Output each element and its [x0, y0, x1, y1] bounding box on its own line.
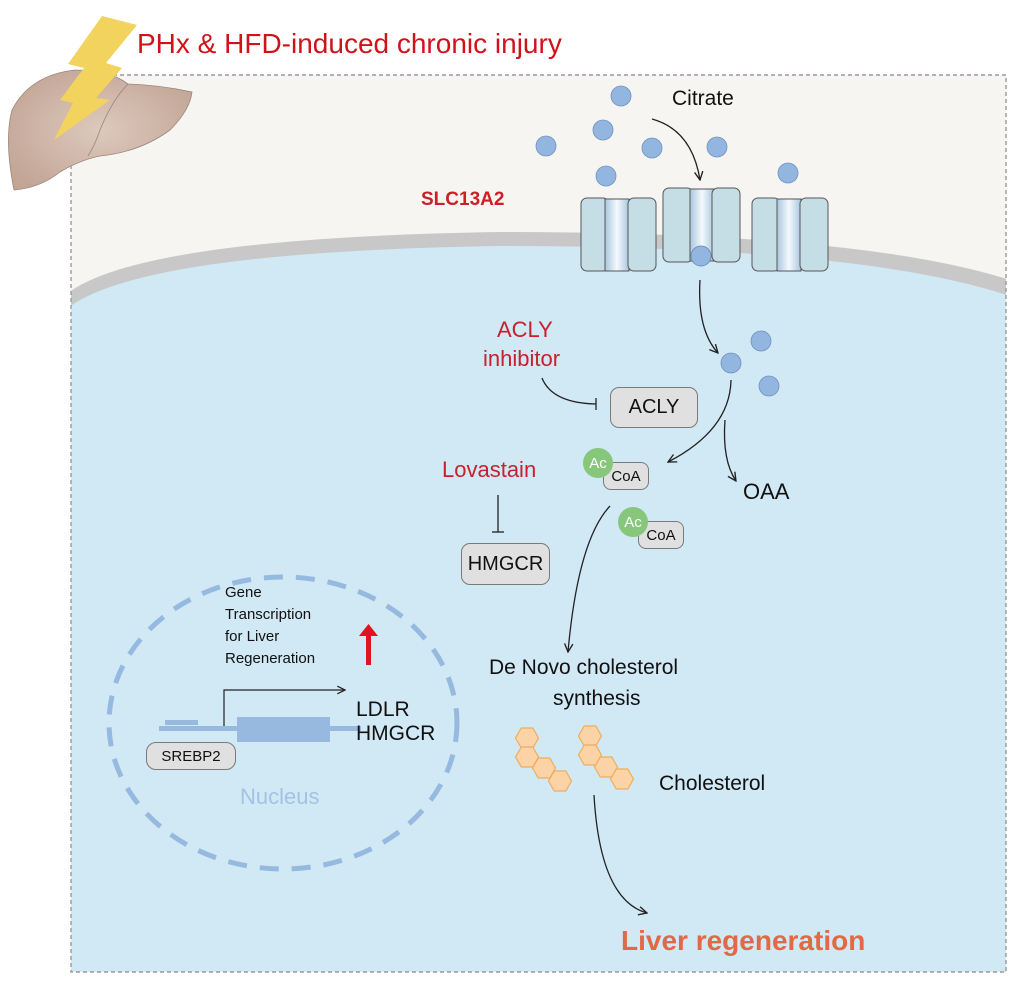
cell-frame-border — [70, 74, 1007, 973]
cholesterol-hexagon-icon — [514, 727, 540, 749]
citrate-molecule-icon — [720, 352, 742, 374]
gene-locus — [159, 717, 361, 742]
liver-regeneration-label: Liver regeneration — [621, 925, 866, 956]
nucleus-label: Nucleus — [240, 784, 320, 809]
citrate-molecule-icon — [595, 165, 617, 187]
lovastain-label: Lovastain — [442, 457, 537, 482]
gene-transcription-line2: Transcription — [225, 606, 312, 623]
transporter-left — [580, 197, 657, 272]
transporter-label: SLC13A2 — [421, 189, 505, 210]
nucleus-membrane — [106, 574, 460, 872]
citrate-molecule-icon — [706, 136, 728, 158]
cholesterol-to-regeneration-arrow — [593, 794, 647, 913]
hmgcr-enzyme-box: HMGCR — [461, 543, 550, 585]
citrate-molecule-icon — [610, 85, 632, 107]
gene-transcription-line1: Gene — [225, 584, 262, 601]
acetylcoa-to-synthesis-arrow — [568, 505, 611, 652]
citrate-import-arrow — [698, 279, 718, 353]
acly-enzyme-box: ACLY — [610, 387, 698, 428]
citrate-molecule-icon — [777, 162, 799, 184]
citrate-molecule-icon — [758, 375, 780, 397]
acly-inhibitor-label-line1: ACLY — [497, 317, 553, 342]
acetyl-coa-2: Ac CoA — [618, 507, 688, 555]
transcription-start-arrow — [223, 690, 345, 726]
lightning-bolt-icon — [54, 16, 137, 140]
gene-body — [237, 717, 330, 742]
acetyl-group-icon: Ac — [618, 507, 648, 537]
citrate-molecule-icon — [535, 135, 557, 157]
citrate-to-oaa-arrow — [723, 419, 736, 481]
gene-transcription-line3: for Liver — [225, 628, 280, 645]
srebp2-box: SREBP2 — [146, 742, 236, 770]
acly-inhibition-arrow — [541, 377, 597, 405]
acly-inhibitor-label-line2: inhibitor — [483, 346, 561, 371]
cholesterol-hexagon-icon — [547, 770, 573, 792]
citrate-molecule-icon — [592, 119, 614, 141]
acly-enzyme-label: ACLY — [628, 396, 680, 418]
diagram-title: PHx & HFD-induced chronic injury — [137, 28, 562, 59]
gene-transcription-line4: Regeneration — [225, 650, 316, 667]
extracellular-citrate-group — [535, 85, 799, 187]
oaa-label: OAA — [743, 479, 790, 504]
transporter-center — [662, 187, 741, 267]
citrate-molecule-icon — [641, 137, 663, 159]
transporter-right — [751, 197, 829, 272]
cell-frame — [71, 75, 1006, 972]
coa-box: CoA — [638, 521, 684, 549]
cholesterol-hexagon-icon — [577, 725, 603, 747]
cholesterol-label: Cholesterol — [659, 772, 766, 795]
target-gene-ldlr: LDLR — [356, 698, 410, 721]
acetyl-coa-1: Ac CoA — [583, 448, 653, 496]
citrate-to-acetylcoa-arrow — [668, 379, 732, 462]
de-novo-synthesis-label-line1: De Novo cholesterol — [489, 656, 679, 679]
target-gene-hmgcr: HMGCR — [356, 722, 436, 745]
hmgcr-enzyme-label: HMGCR — [467, 552, 544, 575]
citrate-molecule-icon — [750, 330, 772, 352]
intracellular-citrate-group — [720, 330, 780, 397]
liver-icon — [8, 69, 193, 191]
acetyl-group-icon: Ac — [583, 448, 613, 478]
red-up-arrow-icon — [359, 624, 378, 665]
srebp2-binding-site — [165, 720, 198, 725]
cholesterol-hexagon-icon — [609, 768, 635, 790]
de-novo-synthesis-label-line2: synthesis — [553, 687, 641, 710]
citrate-molecule-icon — [690, 245, 712, 267]
citrate-label: Citrate — [672, 87, 734, 110]
citrate-entry-arrow — [651, 118, 700, 180]
cholesterol-group — [514, 725, 635, 792]
srebp2-label: SREBP2 — [161, 747, 221, 765]
cytoplasm — [71, 246, 1006, 972]
